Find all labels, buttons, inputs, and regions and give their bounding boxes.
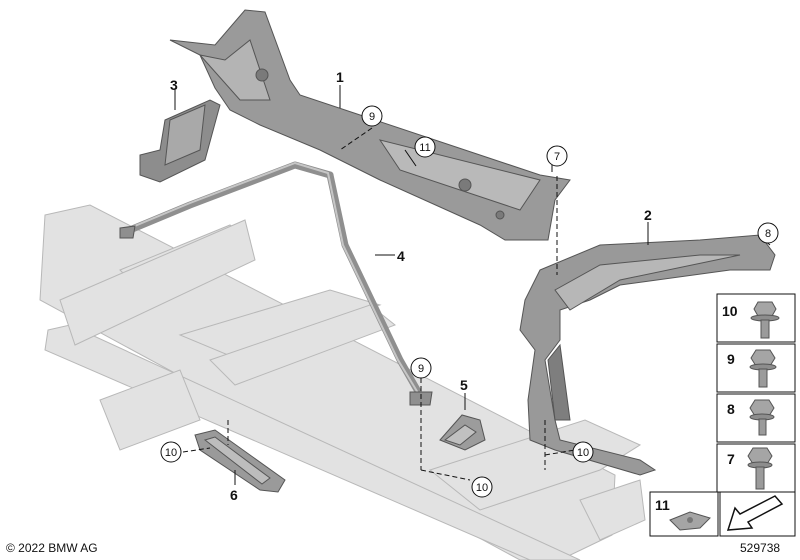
clip-nut-icon	[669, 511, 711, 531]
orientation-arrow-icon	[726, 495, 784, 531]
hex-screw-icon	[749, 399, 775, 436]
circled-11: 11	[419, 142, 430, 154]
callout-part-3: 3	[170, 77, 178, 93]
leader-lines	[174, 85, 771, 485]
circled-8: 8	[765, 228, 771, 240]
circled-9-top: 9	[369, 111, 375, 123]
legend-item-9: 9	[727, 351, 735, 367]
legend-item-11: 11	[655, 497, 670, 513]
part-4-strut-highlight	[124, 161, 419, 394]
circled-9-low: 9	[418, 363, 424, 375]
circled-10-left: 10	[165, 447, 177, 459]
legend-item-8: 8	[727, 401, 735, 417]
callout-part-6: 6	[230, 487, 238, 503]
circled-7: 7	[554, 151, 560, 163]
circled-callouts: 9 11 7 8 9 10 10 10	[160, 105, 779, 498]
flange-bolt-icon	[750, 301, 780, 339]
part-3-air-duct	[139, 99, 221, 183]
callout-part-5: 5	[460, 377, 468, 393]
callout-part-1: 1	[336, 69, 344, 85]
part-4-strut	[121, 161, 424, 399]
callout-part-2: 2	[644, 207, 652, 223]
circled-10-mid: 10	[476, 482, 488, 494]
part-4-strut-end	[119, 225, 136, 239]
legend-item-10: 10	[722, 303, 738, 319]
diagram-number: 529738	[740, 541, 781, 555]
fastener-legend: 10 9 8 7 11	[649, 293, 796, 537]
long-bolt-icon	[747, 447, 773, 490]
callout-part-4: 4	[397, 248, 405, 264]
copyright-text: © 2022 BMW AG	[6, 541, 98, 555]
hex-bolt-icon	[749, 349, 777, 388]
dashed-mounting-lines	[182, 127, 576, 481]
part-6-lower-bracket	[194, 429, 286, 493]
circled-10-right: 10	[577, 447, 589, 459]
legend-item-7: 7	[727, 451, 735, 467]
part-2-side-bracket	[519, 234, 776, 476]
part-5-small-bracket	[439, 414, 486, 451]
